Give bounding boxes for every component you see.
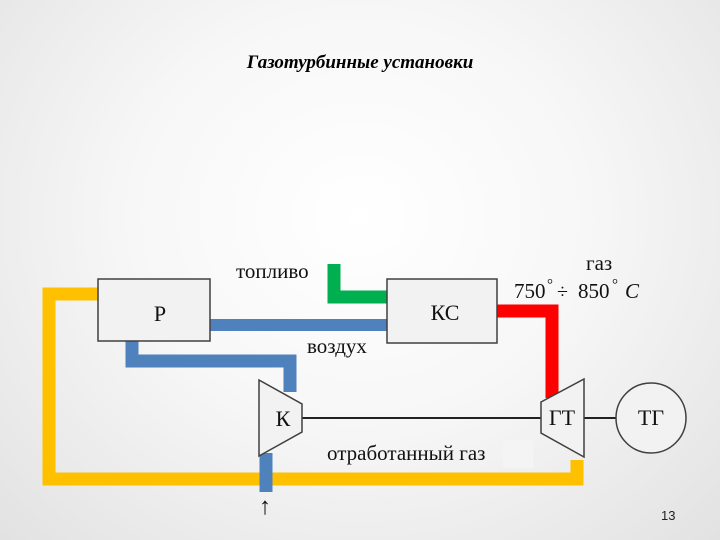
gas-label: газ [586,251,612,275]
gas-temp-high-degree: ° [612,277,618,293]
air-line-compressor-to-regenerator [125,341,297,392]
gas-temp-high: 850 [578,279,610,303]
gas-temp-separator: ÷ [557,281,568,303]
air-label: воздух [307,334,367,358]
combustion-chamber-box [386,278,498,344]
compressor-label: К [276,406,291,431]
combustion-chamber-label: КС [431,300,460,325]
gas-temp-unit: С [625,279,640,303]
regenerator-label: Р [154,301,166,326]
fuel-label: топливо [236,259,309,283]
exhaust-gas-loop-line [42,287,584,486]
regenerator-box [97,278,211,342]
exhaust-gas-label: отработанный газ [327,441,485,465]
generator-label: ТГ [638,405,664,430]
gas-turbine-label: ГТ [549,405,576,430]
page-number: 13 [661,508,676,523]
compressor-shape [258,378,303,458]
generator-circle [615,382,687,454]
air-inlet-arrow: ↑ [259,494,271,520]
hot-gas-line [497,304,559,398]
gas-turbine-shape [540,377,585,459]
gas-temp-low: 750 [514,279,546,303]
slide-title: Газотурбинные установки [246,52,474,73]
exhaust-label-mask [503,440,533,468]
gas-temp-low-degree: ° [547,277,553,293]
fuel-line [327,264,387,304]
